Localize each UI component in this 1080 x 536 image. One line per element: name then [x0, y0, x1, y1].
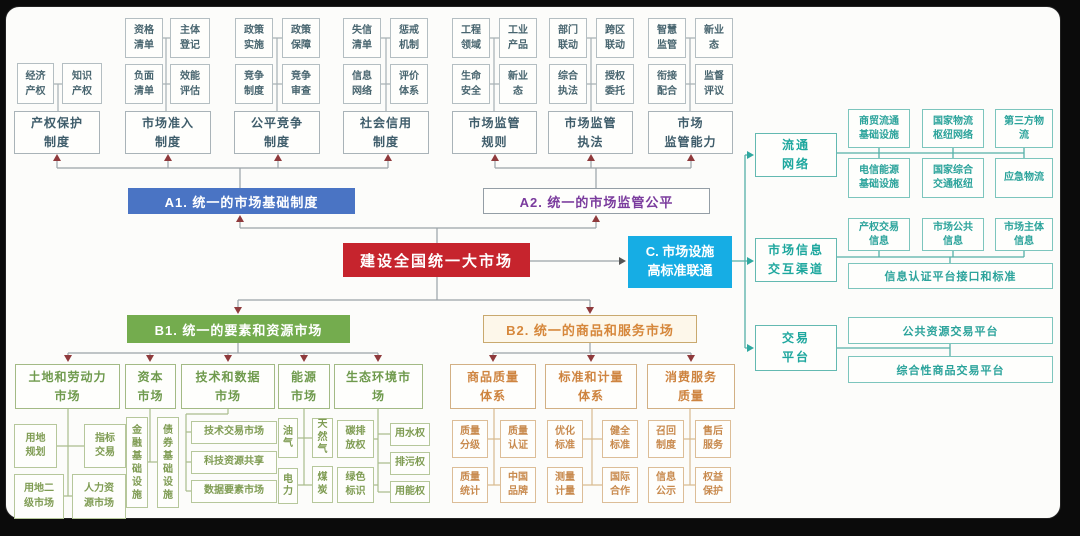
diagram-cell: 人力资 源市场: [72, 474, 126, 519]
diagram-cell: 电力: [278, 468, 298, 504]
node-regulation-capability: 市场 监管能力: [648, 111, 733, 154]
root-node: 建设全国统一大市场: [343, 243, 530, 277]
diagram-cell: 部门 联动: [549, 18, 587, 58]
diagram-cell: 国际 合作: [602, 467, 638, 503]
diagram-cell: 油气: [278, 418, 298, 458]
diagram-cell: 煤炭: [312, 466, 333, 503]
diagram-cell: 负面 清单: [125, 64, 163, 104]
diagram-cell: 排污权: [390, 452, 430, 475]
node-capital-market: 资本 市场: [125, 364, 176, 409]
diagram-cell: 商贸流通 基础设施: [848, 109, 910, 148]
diagram-cell: 天然气: [312, 418, 333, 458]
diagram-cell: 衔接 配合: [648, 64, 686, 104]
node-regulation-rules: 市场监管 规则: [452, 111, 537, 154]
diagram-cell: 技术交易市场: [191, 421, 277, 444]
diagram-cell: 授权 委托: [596, 64, 634, 104]
diagram-cell: 生命 安全: [452, 64, 490, 104]
node-market-access-system: 市场准入 制度: [125, 111, 211, 154]
diagram-cell: 信息 公示: [648, 467, 684, 503]
diagram-cell: 跨区 联动: [596, 18, 634, 58]
diagram-cell: 竞争 审查: [282, 64, 320, 104]
diagram-cell: 评价 体系: [390, 64, 428, 104]
branch-a1: A1. 统一的市场基础制度: [128, 188, 355, 214]
diagram-cell: 用地 规划: [14, 424, 57, 468]
arrowheads: [53, 154, 695, 362]
diagram-cell: 质量 分级: [452, 420, 488, 458]
diagram-cell: 健全 标准: [602, 420, 638, 458]
node-property-protection-system: 产权保护 制度: [14, 111, 100, 154]
diagram-cell: 新业 态: [499, 64, 537, 104]
diagram-cell: 主体 登记: [170, 18, 210, 58]
diagram-cell: 产权交易 信息: [848, 218, 910, 251]
diagram-cell: 经济 产权: [17, 63, 54, 104]
diagram-cell: 中国 品牌: [500, 467, 536, 503]
diagram-cell: 效能 评估: [170, 64, 210, 104]
diagram-cell: 用能权: [390, 481, 430, 503]
node-energy-market: 能源 市场: [278, 364, 330, 409]
diagram-cell: 债券基础设施: [157, 417, 179, 508]
diagram-cell: 工业 产品: [499, 18, 537, 58]
diagram-cell: 综合 执法: [549, 64, 587, 104]
branch-b2: B2. 统一的商品和服务市场: [483, 315, 697, 343]
node-eco-environment-market: 生态环境市 场: [334, 364, 423, 409]
diagram-cell: 信息 网络: [343, 64, 381, 104]
diagram-cell: 科技资源共享: [191, 451, 277, 474]
node-land-labor-market: 土地和劳动力 市场: [15, 364, 120, 409]
diagram-cell: 工程 领域: [452, 18, 490, 58]
node-regulation-enforcement: 市场监管 执法: [548, 111, 633, 154]
diagram-cell: 市场公共 信息: [922, 218, 984, 251]
node-standards-metrology-system: 标准和计量 体系: [545, 364, 637, 409]
diagram-cell: 新业 态: [695, 18, 733, 58]
diagram-cell: 第三方物 流: [995, 109, 1053, 148]
diagram-cell: 电信能源 基础设施: [848, 158, 910, 198]
diagram-cell: 资格 清单: [125, 18, 163, 58]
diagram-cell: 数据要素市场: [191, 480, 277, 503]
diagram-cell: 政策 保障: [282, 18, 320, 58]
diagram-cell: 国家物流 枢纽网络: [922, 109, 984, 148]
diagram-cell: 惩戒 机制: [390, 18, 428, 58]
diagram-cell: 失信 清单: [343, 18, 381, 58]
diagram-cell: 金融基础设施: [126, 417, 148, 508]
node-market-info-channel: 市场信息 交互渠道: [755, 238, 837, 282]
diagram-cell: 应急物流: [995, 158, 1053, 198]
diagram-cell: 召回 制度: [648, 420, 684, 458]
node-public-resource-platform: 公共资源交易平台: [848, 317, 1053, 344]
diagram-cell: 市场主体 信息: [995, 218, 1053, 251]
branch-c: C. 市场设施 高标准联通: [628, 236, 732, 288]
node-social-credit-system: 社会信用 制度: [343, 111, 429, 154]
diagram-cell: 监督 评议: [695, 64, 733, 104]
node-commodity-quality-system: 商品质量 体系: [450, 364, 536, 409]
diagram-cell: 用地二 级市场: [14, 474, 64, 519]
diagram-cell: 政策 实施: [235, 18, 273, 58]
node-trading-platform: 交易 平台: [755, 325, 837, 371]
diagram-cell: 绿色 标识: [337, 467, 374, 503]
diagram-cell: 售后 服务: [695, 420, 731, 458]
branch-b1: B1. 统一的要素和资源市场: [127, 315, 350, 343]
branch-a2: A2. 统一的市场监管公平: [483, 188, 710, 214]
diagram-cell: 智慧 监管: [648, 18, 686, 58]
diagram-cell: 指标 交易: [84, 424, 126, 468]
diagram-cell: 测量 计量: [547, 467, 583, 503]
diagram-cell: 优化 标准: [547, 420, 583, 458]
node-info-platform-standard: 信息认证平台接口和标准: [848, 263, 1053, 289]
node-fair-competition-system: 公平竞争 制度: [234, 111, 320, 154]
diagram-cell: 质量 统计: [452, 467, 488, 503]
diagram-cell: 竞争 制度: [235, 64, 273, 104]
diagram-cell: 碳排 放权: [337, 420, 374, 458]
node-circulation-network: 流通 网络: [755, 133, 837, 177]
diagram-cell: 质量 认证: [500, 420, 536, 458]
diagram-cell: 知识 产权: [62, 63, 102, 104]
diagram-cell: 权益 保护: [695, 467, 731, 503]
node-comprehensive-commodity-platform: 综合性商品交易平台: [848, 356, 1053, 383]
diagram-cell: 用水权: [390, 423, 430, 446]
node-consumer-service-quality: 消费服务 质量: [647, 364, 735, 409]
diagram-cell: 国家综合 交通枢纽: [922, 158, 984, 198]
node-tech-data-market: 技术和数据 市场: [181, 364, 275, 409]
